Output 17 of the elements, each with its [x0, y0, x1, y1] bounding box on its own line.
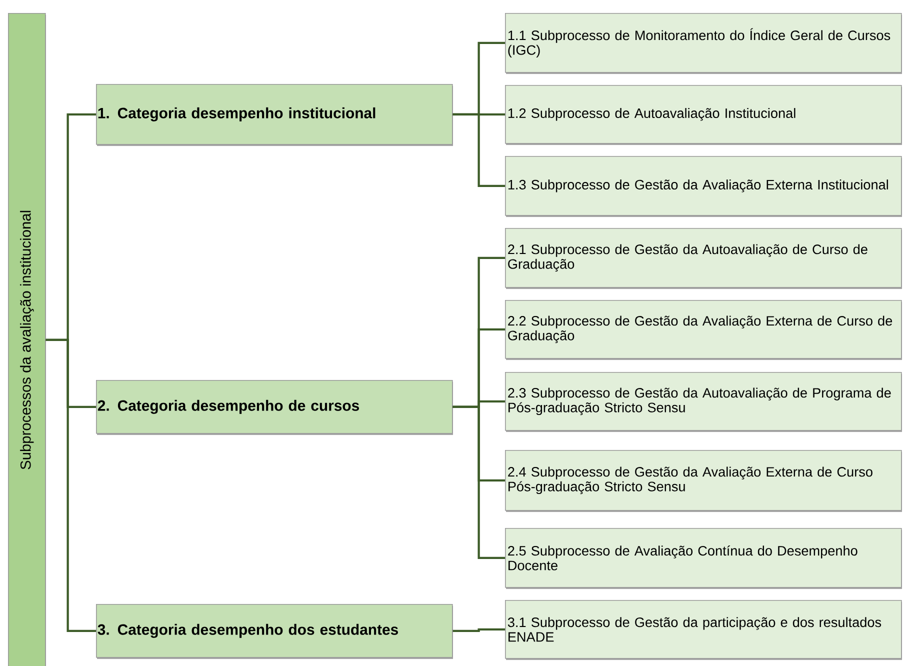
category-box: 3. Categoria desempenho dos estudantes [96, 604, 453, 659]
connector [452, 113, 505, 187]
subprocess-box: 1.3 Subprocesso de Gestão da Avaliação Externa Institucional [505, 156, 902, 217]
subprocess-box: 1.2 Subprocesso de Autoavaliação Institucional [505, 85, 902, 145]
subprocess-box: 2.4 Subprocesso de Gestão da Avaliação Externa de Curso Pós-graduação Stricto Sensu [505, 450, 902, 512]
subprocess-box: 3.1 Subprocesso de Gestão da participação e dos resultados ENADE [505, 600, 902, 660]
category-box: 1. Categoria desempenho institucional [96, 84, 453, 146]
connector [452, 628, 505, 632]
subprocess-box: 2.3 Subprocesso de Gestão da Autoavaliação de Programa de Pós-graduação Stricto Sensu [505, 372, 902, 432]
subprocess-box: 2.1 Subprocesso de Gestão da Autoavaliação de Curso de Graduação [505, 228, 902, 289]
connector [46, 338, 96, 632]
subprocess-box: 2.5 Subprocesso de Avaliação Contínua do Desempenho Docente [505, 528, 902, 589]
root-bar: Subprocessos da avaliação institucional [8, 13, 46, 666]
category-box: 2. Categoria desempenho de cursos [96, 380, 453, 435]
connector [452, 406, 505, 559]
subprocess-box: 1.1 Subprocesso de Monitoramento do Índice Geral de Cursos (IGC) [505, 13, 902, 74]
subprocess-box: 2.2 Subprocesso de Gestão da Avaliação Externa de Curso de Graduação [505, 300, 902, 360]
